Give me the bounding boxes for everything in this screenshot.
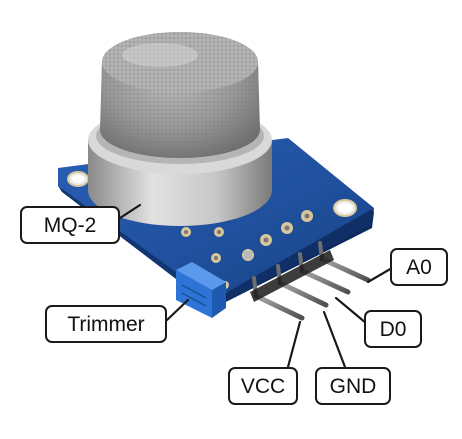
- label-a0: A0: [390, 248, 448, 286]
- pointer-d0: [334, 296, 368, 325]
- pointer-mq2: [118, 203, 142, 220]
- trimmer-potentiometer: [176, 262, 226, 318]
- label-vcc: VCC: [228, 367, 298, 405]
- callout-pointers: [118, 203, 394, 369]
- label-gnd: GND: [315, 367, 391, 405]
- mounting-hole-right: [333, 199, 357, 217]
- label-d0: D0: [364, 310, 422, 348]
- mounting-hole-left: [67, 171, 89, 187]
- pointer-trimmer: [165, 298, 190, 322]
- label-mq2: MQ-2: [20, 206, 120, 244]
- pointer-vcc: [286, 320, 302, 369]
- gas-sensor-can: [88, 32, 272, 226]
- header-pins: [250, 241, 371, 321]
- solder-pads: [181, 210, 313, 289]
- label-trimmer: Trimmer: [45, 305, 167, 343]
- pointer-a0: [366, 266, 394, 284]
- pointer-gnd: [322, 310, 347, 369]
